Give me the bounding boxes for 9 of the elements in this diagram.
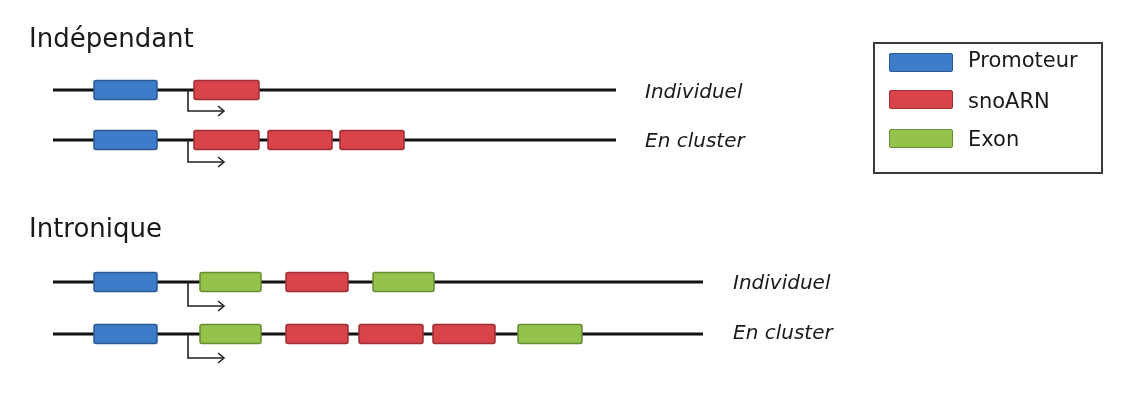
legend-label: Promoteur <box>968 48 1078 72</box>
row-label: En cluster <box>733 320 833 344</box>
legend-label: Exon <box>968 127 1020 151</box>
row-label: En cluster <box>645 128 745 152</box>
section-heading: Intronique <box>29 213 163 243</box>
legend-label: snoARN <box>968 89 1050 113</box>
row-label: Individuel <box>645 79 743 103</box>
row-label: Individuel <box>733 270 831 294</box>
section-heading: Indépendant <box>29 23 194 53</box>
